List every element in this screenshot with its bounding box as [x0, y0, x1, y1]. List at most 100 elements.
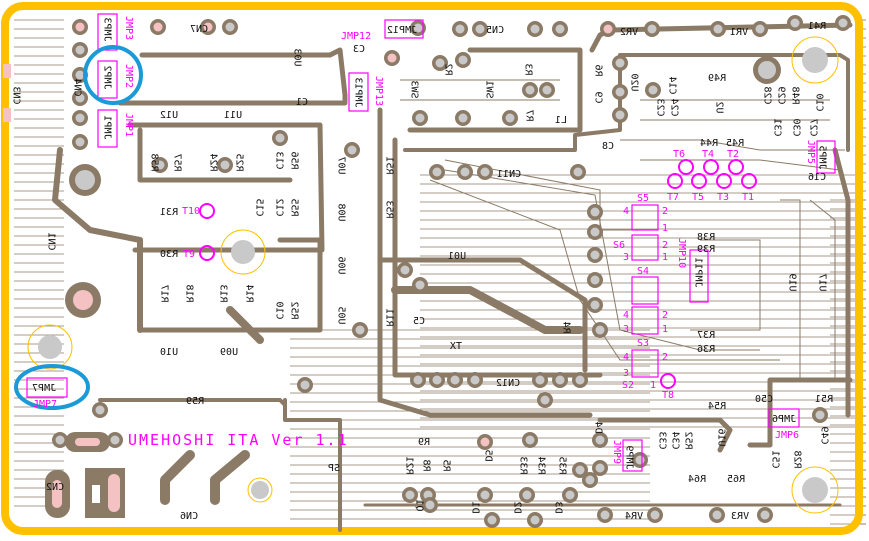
annotation-jmp6: JMP6 [775, 430, 799, 441]
label-u16: U16 [716, 428, 727, 446]
tp-label-t4: T4 [702, 149, 714, 160]
label-r51: R51 [384, 156, 395, 174]
board-title: UMEHOSHI ITA Ver 1.1 [128, 431, 349, 449]
label-r9: R9 [418, 437, 430, 448]
pad-hole [487, 515, 497, 525]
label-c10: C10 [814, 93, 825, 111]
pad-hole [615, 110, 625, 120]
pin-3c: 3 [623, 324, 629, 335]
label-r57: R57 [172, 153, 183, 171]
pad-hole [75, 137, 85, 147]
pad-hole [713, 24, 723, 34]
pad-hole [565, 490, 575, 500]
pad-hole [595, 463, 605, 473]
label-cn6: CN6 [180, 511, 198, 522]
label-c13: C13 [274, 151, 285, 169]
label-c15: C15 [254, 198, 265, 216]
label-r24: R24 [208, 153, 219, 171]
pad-hole [413, 375, 423, 385]
label-c51: C51 [770, 450, 781, 468]
jumper-annotations: JMP12 JMP3 JMP2 JMP1 JMP13 JMP5 JMP10 JM… [33, 16, 816, 464]
pad-hole [425, 500, 435, 510]
pad-hole [573, 167, 583, 177]
label-r52b: R52 [289, 301, 300, 319]
label-jmp9-box: JMP9 [624, 445, 635, 469]
label-tx: TX [450, 341, 462, 352]
pad-hole [75, 22, 85, 32]
label-r55: R55 [289, 198, 300, 216]
label-d5: D5 [483, 449, 494, 461]
label-cn12: CN12 [496, 378, 520, 389]
label-r49: R49 [708, 73, 726, 84]
pad-hole [460, 167, 470, 177]
pad-hole [480, 437, 490, 447]
label-u11: U11 [224, 110, 242, 121]
label-d1: D1 [470, 501, 481, 513]
pad-hole [432, 375, 442, 385]
pin-4: 4 [623, 206, 629, 217]
label-c5: C5 [413, 316, 425, 327]
label-r2: R2 [443, 63, 454, 75]
pad-hole [615, 87, 625, 97]
label-c33: C33 [657, 431, 668, 449]
pad-hole [480, 167, 490, 177]
label-u20: U20 [629, 73, 640, 91]
tp-label-t8: T8 [662, 390, 674, 401]
label-r51-right: R51 [815, 394, 833, 405]
label-c27: C27 [808, 118, 819, 136]
pad-hole [522, 490, 532, 500]
pad-hole [590, 300, 600, 310]
pad-hole [542, 85, 552, 95]
pad-hole [355, 325, 365, 335]
tp-label-t1: T1 [742, 192, 754, 203]
label-r35: R35 [557, 456, 568, 474]
label-vr2: VR2 [620, 27, 638, 38]
label-r38: R38 [697, 232, 715, 243]
pad-hole [300, 380, 310, 390]
highlight-marker-jmp2 [83, 45, 143, 105]
pin-2d: 2 [662, 352, 668, 363]
pad-hole [458, 55, 468, 65]
label-d2: D2 [512, 501, 523, 513]
annotation-jmp12: JMP12 [341, 31, 371, 42]
pad-hole [590, 250, 600, 260]
pad-hole [590, 207, 600, 217]
label-c34: C34 [670, 431, 681, 449]
switch-label-s5: S5 [637, 193, 649, 204]
pad-hole [790, 18, 800, 28]
label-r59: R59 [186, 396, 204, 407]
pad-hole [530, 24, 540, 34]
label-jmp7-box: JMP7 [32, 383, 56, 394]
pad-hole [815, 410, 825, 420]
pad-hole [415, 280, 425, 290]
pad-hole [400, 265, 410, 275]
label-r11: R11 [384, 308, 395, 326]
label-r48: R48 [790, 86, 801, 104]
tp-label-t7: T7 [667, 192, 679, 203]
label-c24: C24 [669, 98, 680, 116]
pad-hole [712, 510, 722, 520]
pad-hole [153, 22, 163, 32]
pad-hole [595, 325, 605, 335]
pad-hole [595, 435, 605, 445]
label-u07: U07 [336, 156, 347, 174]
annotation-jmp2: JMP2 [123, 64, 134, 88]
switch-label-s3: S3 [637, 338, 649, 349]
pin-1d: 1 [650, 380, 656, 391]
label-r64: R64 [688, 474, 706, 485]
label-c50: C50 [755, 394, 773, 405]
label-u05: U05 [336, 306, 347, 324]
label-r36: R36 [697, 344, 715, 355]
label-u17: U17 [817, 273, 828, 291]
pad-hole [585, 475, 595, 485]
label-r3: R3 [523, 63, 534, 75]
label-r8: R8 [421, 459, 432, 471]
label-r58: R58 [149, 153, 160, 171]
label-u08: U08 [336, 203, 347, 221]
label-cn5: CN5 [486, 25, 504, 36]
pad-hole [75, 113, 85, 123]
pin-3: 3 [623, 252, 629, 263]
label-jmp13-box: JMP13 [353, 77, 364, 107]
label-r13: R13 [218, 284, 229, 302]
label-u2: U2 [714, 101, 725, 113]
